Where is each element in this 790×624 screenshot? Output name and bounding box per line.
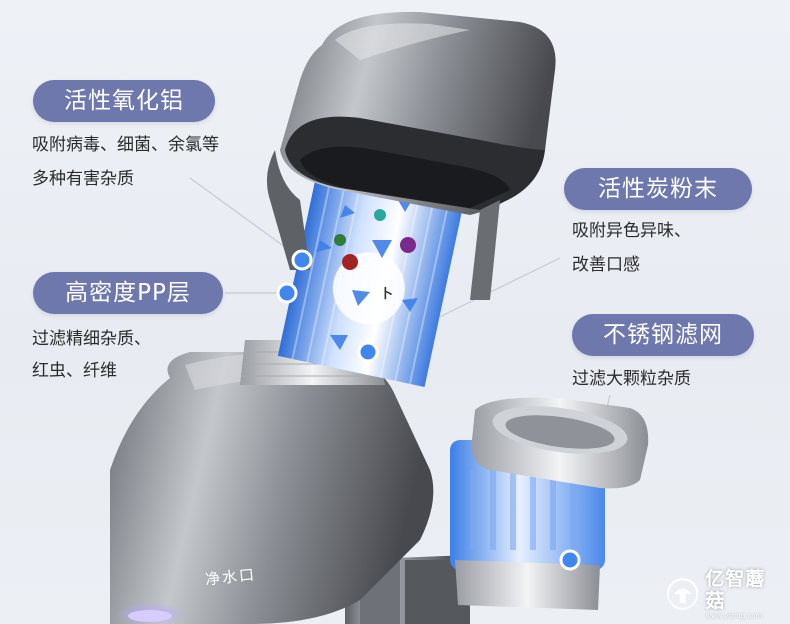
- alumina-line-1: 吸附病毒、细菌、余氯等: [32, 135, 219, 155]
- carbon-title: 活性炭粉末: [564, 168, 752, 210]
- small-filter: [450, 397, 649, 610]
- alumina-line-2: 多种有害杂质: [32, 169, 134, 189]
- carbon-line-1: 吸附异色异味、: [572, 221, 691, 241]
- watermark-text: 亿智蘑菇: [705, 567, 766, 612]
- callout-dots: [276, 249, 581, 571]
- top-cap: [280, 11, 556, 215]
- steel-line-1: 过滤大颗粒杂质: [572, 369, 691, 389]
- steel-title: 不锈钢滤网: [572, 314, 754, 356]
- carbon-line-2: 改善口感: [572, 255, 640, 275]
- pp-line-1: 过滤精细杂质、: [32, 329, 151, 349]
- svg-text:卜: 卜: [380, 287, 393, 302]
- pp-title: 高密度PP层: [33, 272, 223, 314]
- particles: 卜: [334, 209, 416, 302]
- pp-line-2: 红虫、纤维: [32, 361, 117, 381]
- alumina-title: 活性氧化铝: [33, 80, 215, 122]
- main-filter-cartridge: [277, 150, 469, 388]
- watermark: 亿智蘑菇 www.yizmg.com: [666, 567, 784, 620]
- mushroom-logo-icon: [666, 578, 699, 610]
- watermark-url: www.yizmg.com: [705, 611, 763, 620]
- mid-collar: [266, 150, 500, 300]
